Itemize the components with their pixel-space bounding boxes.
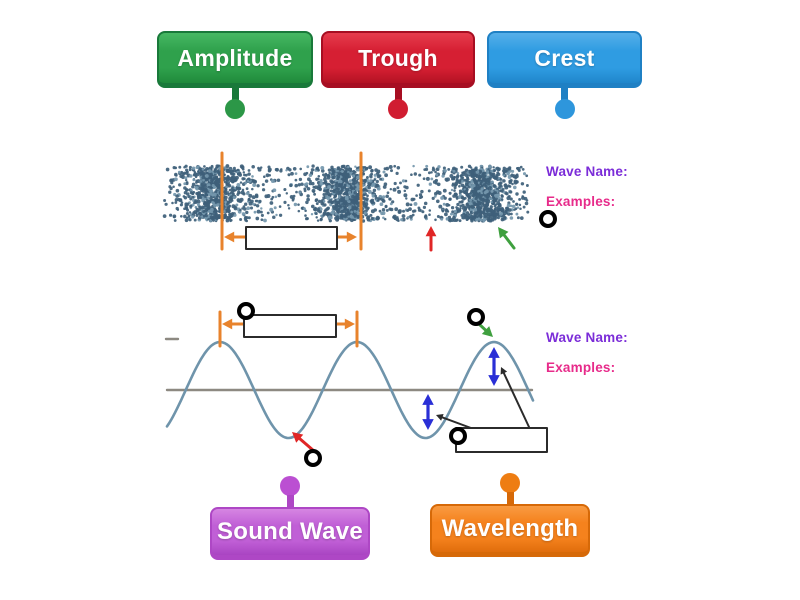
label-anchor-dot: [280, 476, 300, 496]
label-text: Sound Wave: [216, 518, 364, 545]
label-box: Crest: [487, 31, 642, 88]
answer-box-longitudinal-wavelength[interactable]: [245, 226, 338, 250]
label-stem: [561, 88, 568, 100]
label-stem: [506, 492, 514, 504]
label-stem: [394, 88, 402, 100]
label-box: Wavelength: [430, 504, 590, 557]
label-box: Amplitude: [157, 31, 313, 88]
label-stem: [286, 495, 294, 507]
label-box: Trough: [321, 31, 475, 88]
draggable-label-amplitude[interactable]: Amplitude: [157, 31, 313, 119]
particle-dots: [162, 164, 530, 223]
label-text: Crest: [534, 44, 595, 71]
answer-box-transverse-wavelength[interactable]: [243, 314, 337, 338]
label-text: Wavelength: [441, 515, 579, 542]
answer-box-transverse-amplitude[interactable]: [455, 427, 548, 453]
label-anchor-dot: [500, 473, 520, 493]
label-anchor-dot: [554, 99, 575, 119]
draggable-label-trough[interactable]: Trough: [321, 31, 475, 119]
label-box: Sound Wave: [210, 507, 370, 560]
transverse-examples-label: Examples:: [546, 360, 616, 375]
transverse-wave-name-label: Wave Name:: [546, 330, 628, 345]
label-stem: [231, 88, 239, 100]
draggable-label-sound-wave[interactable]: Sound Wave: [210, 476, 370, 560]
drop-target-amplitude-box[interactable]: [449, 427, 467, 445]
label-text: Trough: [358, 44, 438, 71]
drop-target-wavelength-box[interactable]: [237, 302, 255, 320]
longitudinal-wave-figure: [162, 151, 530, 252]
label-text: Amplitude: [177, 44, 293, 71]
label-anchor-dot: [388, 99, 408, 119]
label-anchor-dot: [225, 99, 245, 119]
draggable-label-wavelength[interactable]: Wavelength: [430, 473, 590, 557]
drop-target-crest[interactable]: [467, 308, 485, 326]
longitudinal-wave-name-label: Wave Name:: [546, 164, 628, 179]
longitudinal-examples-label: Examples:: [546, 194, 616, 209]
drop-target-longitudinal-wave[interactable]: [539, 210, 557, 228]
drop-target-trough[interactable]: [304, 449, 322, 467]
draggable-label-crest[interactable]: Crest: [487, 31, 642, 119]
